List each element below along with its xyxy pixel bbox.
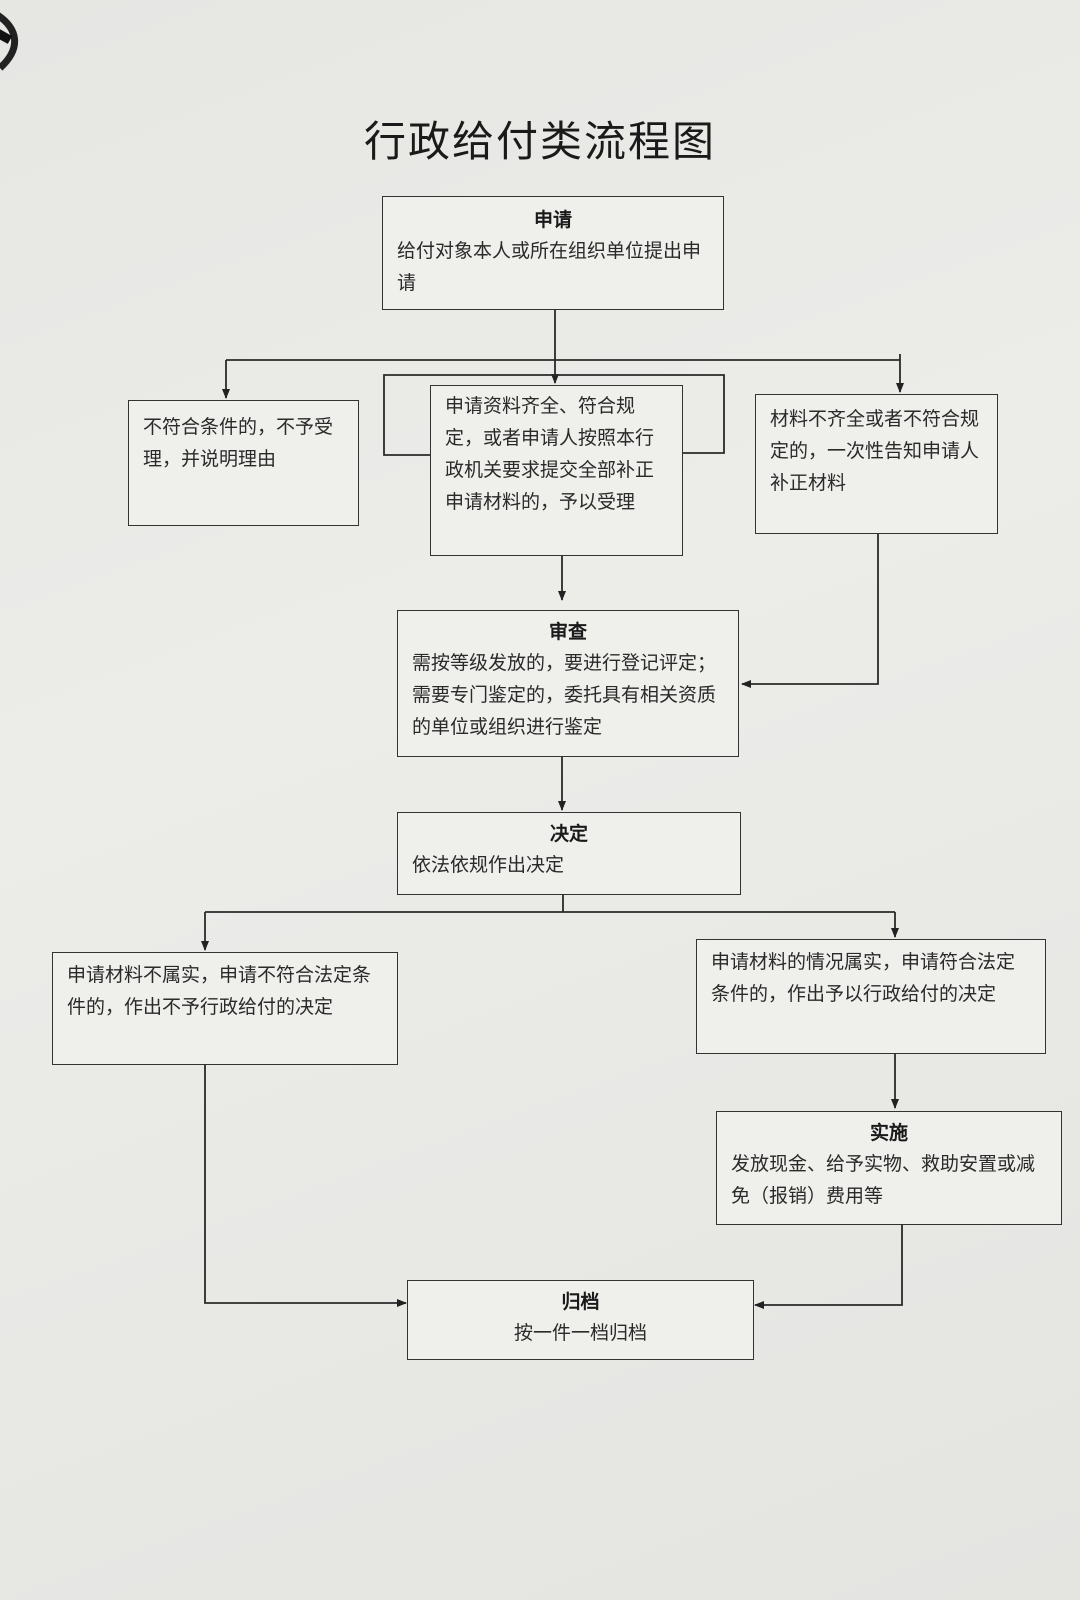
node-grant-payment: 申请材料的情况属实，申请符合法定条件的，作出予以行政给付的决定 [696,939,1046,1054]
node-deny-payment: 申请材料不属实，申请不符合法定条件的，作出不予行政给付的决定 [52,952,398,1065]
node-review-text: 需按等级发放的，要进行登记评定；需要专门鉴定的，委托具有相关资质的单位或组织进行… [412,652,717,738]
node-reject-not-eligible: 不符合条件的，不予受理，并说明理由 [128,400,359,526]
node-accept: 申请资料齐全、符合规定，或者申请人按照本行政机关要求提交全部补正申请材料的，予以… [430,385,683,556]
node-apply-heading: 申请 [533,209,572,231]
node-deny-payment-text: 申请材料不属实，申请不符合法定条件的，作出不予行政给付的决定 [67,964,372,1018]
node-decision-text: 依法依规作出决定 [412,854,565,876]
node-decision-heading: 决定 [549,823,588,845]
binder-ring-icon [0,12,19,71]
node-apply-text: 给付对象本人或所在组织单位提出申请 [397,240,702,294]
accept-frame [383,374,725,456]
node-grant-payment-text: 申请材料的情况属实，申请符合法定条件的，作出予以行政给付的决定 [711,951,1016,1005]
node-apply: 申请 给付对象本人或所在组织单位提出申请 [382,196,724,310]
connector-implement-archive [754,1225,903,1309]
node-review: 审查 需按等级发放的，要进行登记评定；需要专门鉴定的，委托具有相关资质的单位或组… [397,610,739,757]
node-archive-heading: 归档 [561,1291,600,1313]
node-implement-text: 发放现金、给予实物、救助安置或减免（报销）费用等 [731,1153,1036,1207]
node-supplement-text: 材料不齐全或者不符合规定的，一次性告知申请人补正材料 [770,408,980,494]
node-implement: 实施 发放现金、给予实物、救助安置或减免（报销）费用等 [716,1111,1062,1225]
node-implement-heading: 实施 [869,1122,908,1144]
connector-supplement-review [741,533,879,688]
node-review-heading: 审查 [548,621,587,643]
node-decision: 决定 依法依规作出决定 [397,812,741,895]
connector-deny-archive [204,1065,407,1307]
node-archive: 归档 按一件一档归档 [407,1280,754,1360]
node-supplement: 材料不齐全或者不符合规定的，一次性告知申请人补正材料 [755,394,998,534]
node-reject-not-eligible-text: 不符合条件的，不予受理，并说明理由 [143,416,334,470]
page-title: 行政给付类流程图 [363,117,716,166]
node-accept-text: 申请资料齐全、符合规定，或者申请人按照本行政机关要求提交全部补正申请材料的，予以… [445,395,655,513]
node-archive-text: 按一件一档归档 [513,1322,647,1344]
